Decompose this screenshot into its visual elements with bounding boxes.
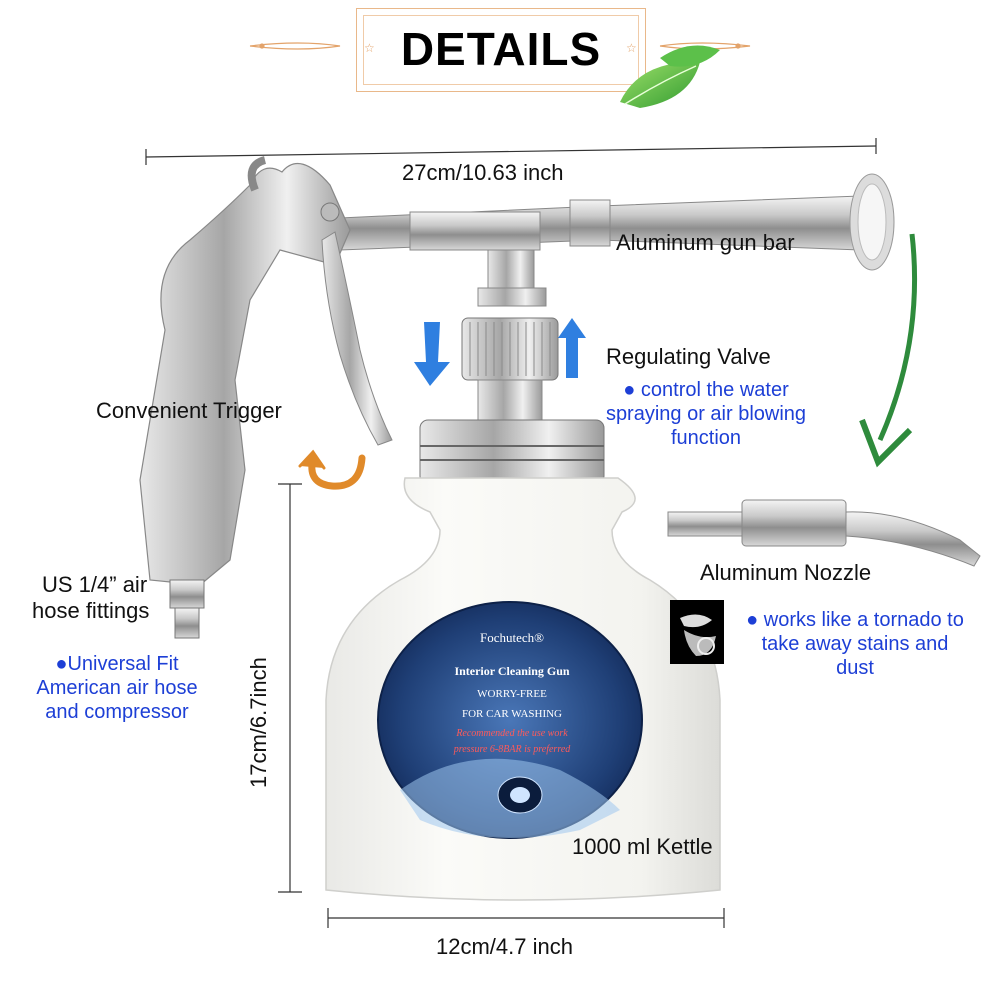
height-dimension-text: 17cm/6.7inch (246, 657, 271, 788)
nozzle-label: Aluminum Nozzle (700, 560, 872, 585)
kettle-label: 1000 ml Kettle (572, 834, 713, 859)
green-arrow-icon (859, 233, 918, 468)
fitting-description: ●Universal Fit American air hose and com… (36, 653, 198, 723)
bottle-cap (419, 419, 605, 485)
label-line1: WORRY-FREE (477, 688, 547, 700)
aluminum-nozzle (667, 499, 981, 567)
length-dimension-line (145, 138, 877, 165)
gun-bar-label: Aluminum gun bar (616, 230, 795, 255)
label-line4: pressure 6-8BAR is preferred (453, 744, 571, 755)
title-frame (356, 8, 646, 92)
page-title: DETAILS (400, 23, 602, 75)
svg-text:☆: ☆ (626, 41, 637, 55)
label-line3: Recommended the use work (456, 728, 568, 739)
height-dimension-line (278, 483, 302, 893)
bottle-label (377, 601, 643, 839)
fitting-label-line2: hose fittings (32, 598, 150, 623)
label-product: Interior Cleaning Gun (454, 664, 570, 678)
valve-description: ● control the water spraying or air blow… (605, 379, 807, 449)
length-dimension-text: 27cm/10.63 inch (402, 160, 564, 185)
svg-text:☆: ☆ (364, 41, 375, 55)
tornado-icon (670, 600, 724, 664)
width-dimension-line (327, 908, 725, 928)
air-hose-fitting (169, 579, 205, 639)
nozzle-description: ● works like a tornado to take away stai… (746, 609, 964, 679)
curved-arrow-icon (298, 449, 366, 490)
aluminum-gun-bar (339, 173, 895, 271)
gun-handle (139, 156, 351, 586)
title-flourish-left (249, 42, 341, 50)
valve-label: Regulating Valve (606, 344, 771, 369)
width-dimension-text: 12cm/4.7 inch (436, 934, 573, 959)
trigger-label: Convenient Trigger (96, 398, 282, 423)
fitting-label-line1: US 1/4” air (42, 572, 148, 597)
label-line2: FOR CAR WASHING (461, 708, 563, 720)
down-arrow-icon (414, 322, 450, 386)
leaf-icon (620, 45, 720, 108)
trigger (321, 231, 393, 446)
label-brand: Fochutech® (479, 630, 545, 645)
up-arrow-icon (558, 318, 586, 378)
regulating-valve (461, 249, 559, 421)
